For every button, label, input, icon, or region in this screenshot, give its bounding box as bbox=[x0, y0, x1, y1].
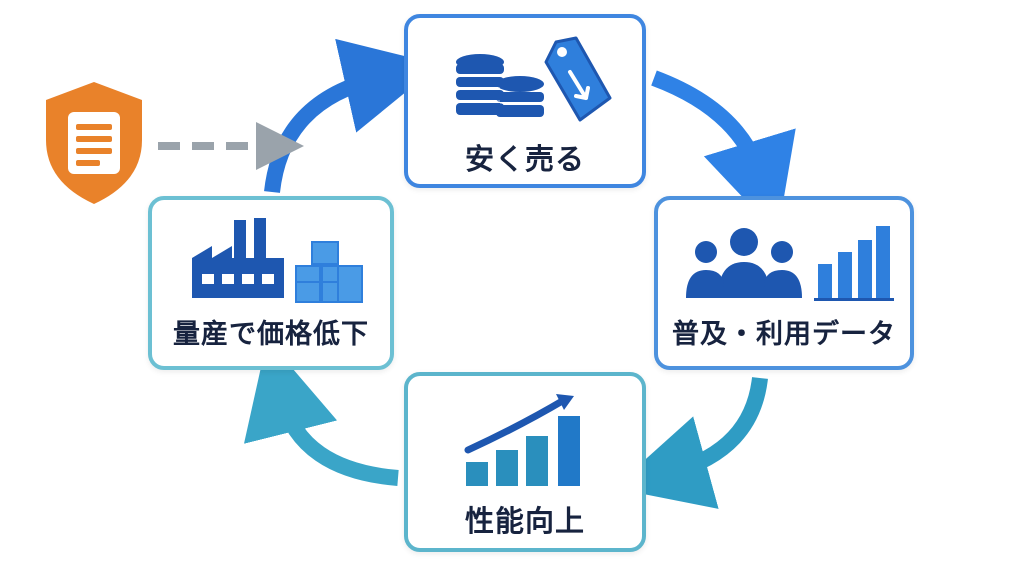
cycle-node-sell-cheap: 安く売る bbox=[404, 14, 646, 188]
arrow-left-to-top bbox=[264, 38, 440, 193]
node-label: 普及・利用データ bbox=[672, 319, 896, 350]
cubes-icon bbox=[295, 241, 363, 303]
cycle-node-adoption-data: 普及・利用データ bbox=[654, 196, 914, 370]
people-group-icon bbox=[686, 228, 802, 298]
arrow-right-to-bottom bbox=[613, 376, 768, 509]
factory-icon bbox=[192, 218, 284, 298]
shield-document-icon bbox=[46, 82, 142, 204]
arrow-bottom-to-left bbox=[243, 339, 399, 486]
price-tag-icon bbox=[544, 36, 612, 122]
cycle-node-performance-up: 性能向上 bbox=[404, 372, 646, 552]
node-label: 量産で価格低下 bbox=[173, 319, 369, 350]
node-label: 安く売る bbox=[464, 142, 585, 176]
node-label: 性能向上 bbox=[464, 504, 585, 538]
growth-chart-icon bbox=[464, 394, 580, 486]
bar-chart-icon bbox=[814, 226, 894, 301]
coins-stack-icon bbox=[456, 54, 544, 117]
arrow-top-to-right bbox=[651, 70, 796, 235]
cycle-node-mass-production: 量産で価格低下 bbox=[148, 196, 394, 370]
